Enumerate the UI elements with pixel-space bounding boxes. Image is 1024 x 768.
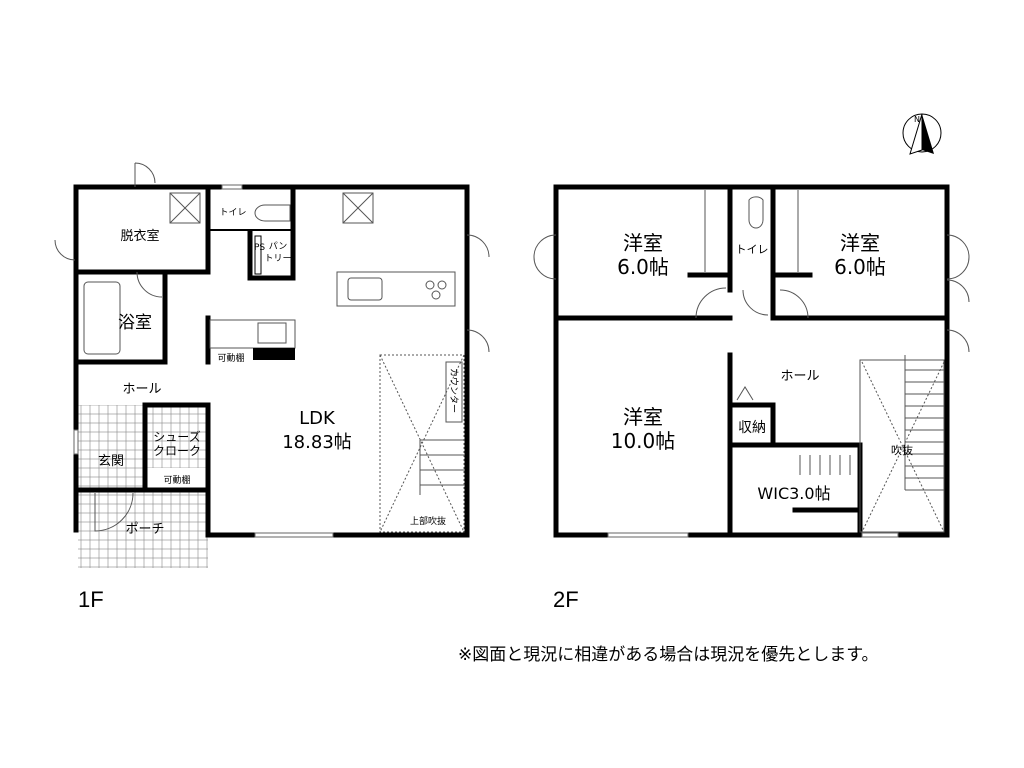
room-label-ps: PS <box>254 243 265 253</box>
room-label-shoes-closet: シューズ <box>153 429 200 444</box>
room-label-entrance: 玄関 <box>98 454 124 469</box>
room-label-shoes-closet-2: クローク <box>153 444 201 458</box>
room-size-ldk: 18.83帖 <box>282 432 352 453</box>
disclaimer-note: ※図面と現況に相違がある場合は現況を優先とします。 <box>458 645 879 665</box>
room-size-western-left: 6.0帖 <box>617 255 669 279</box>
room-label-pantry: パン <box>269 241 287 252</box>
floor-2-plan: 洋室 6.0帖 トイレ 洋室 6.0帖 ホール 洋室 10.0帖 収納 WIC3… <box>533 184 970 538</box>
floor-1-plan: 脱衣室 トイレ パン トリー PS 浴室 可動棚 ホール 玄関 シューズ クロー… <box>54 162 490 568</box>
room-label-western-main: 洋室 <box>623 405 663 429</box>
room-size-western-right: 6.0帖 <box>834 255 886 279</box>
room-label-western-right: 洋室 <box>840 231 880 255</box>
room-size-western-main: 10.0帖 <box>611 429 676 453</box>
room-label-toilet: トイレ <box>219 208 246 218</box>
label-movable-shelf-kitchen: 可動棚 <box>217 352 244 364</box>
room-label-ldk: LDK <box>299 408 336 429</box>
room-label-bath: 浴室 <box>118 313 152 333</box>
floor-label-2f: 2F <box>553 587 579 612</box>
room-label-dressing: 脱衣室 <box>120 228 159 244</box>
label-counter: カウンター <box>448 368 459 413</box>
room-label-wic: WIC3.0帖 <box>757 484 830 503</box>
room-label-porch: ポーチ <box>125 522 164 537</box>
room-label-western-left: 洋室 <box>623 231 663 255</box>
label-void: 吹抜 <box>891 443 913 457</box>
north-label: N <box>914 115 920 124</box>
floor-label-1f: 1F <box>78 587 104 612</box>
room-label-hall-2f: ホール <box>780 369 819 384</box>
label-void-above: 上部吹抜 <box>410 515 446 527</box>
compass-icon: N <box>902 113 942 155</box>
room-label-toilet-2f: トイレ <box>736 243 769 256</box>
room-label-hall: ホール <box>122 382 161 397</box>
room-label-storage: 収納 <box>738 420 766 436</box>
label-movable-shelf-shoes: 可動棚 <box>163 474 190 486</box>
room-label-pantry-2: トリー <box>264 254 291 264</box>
